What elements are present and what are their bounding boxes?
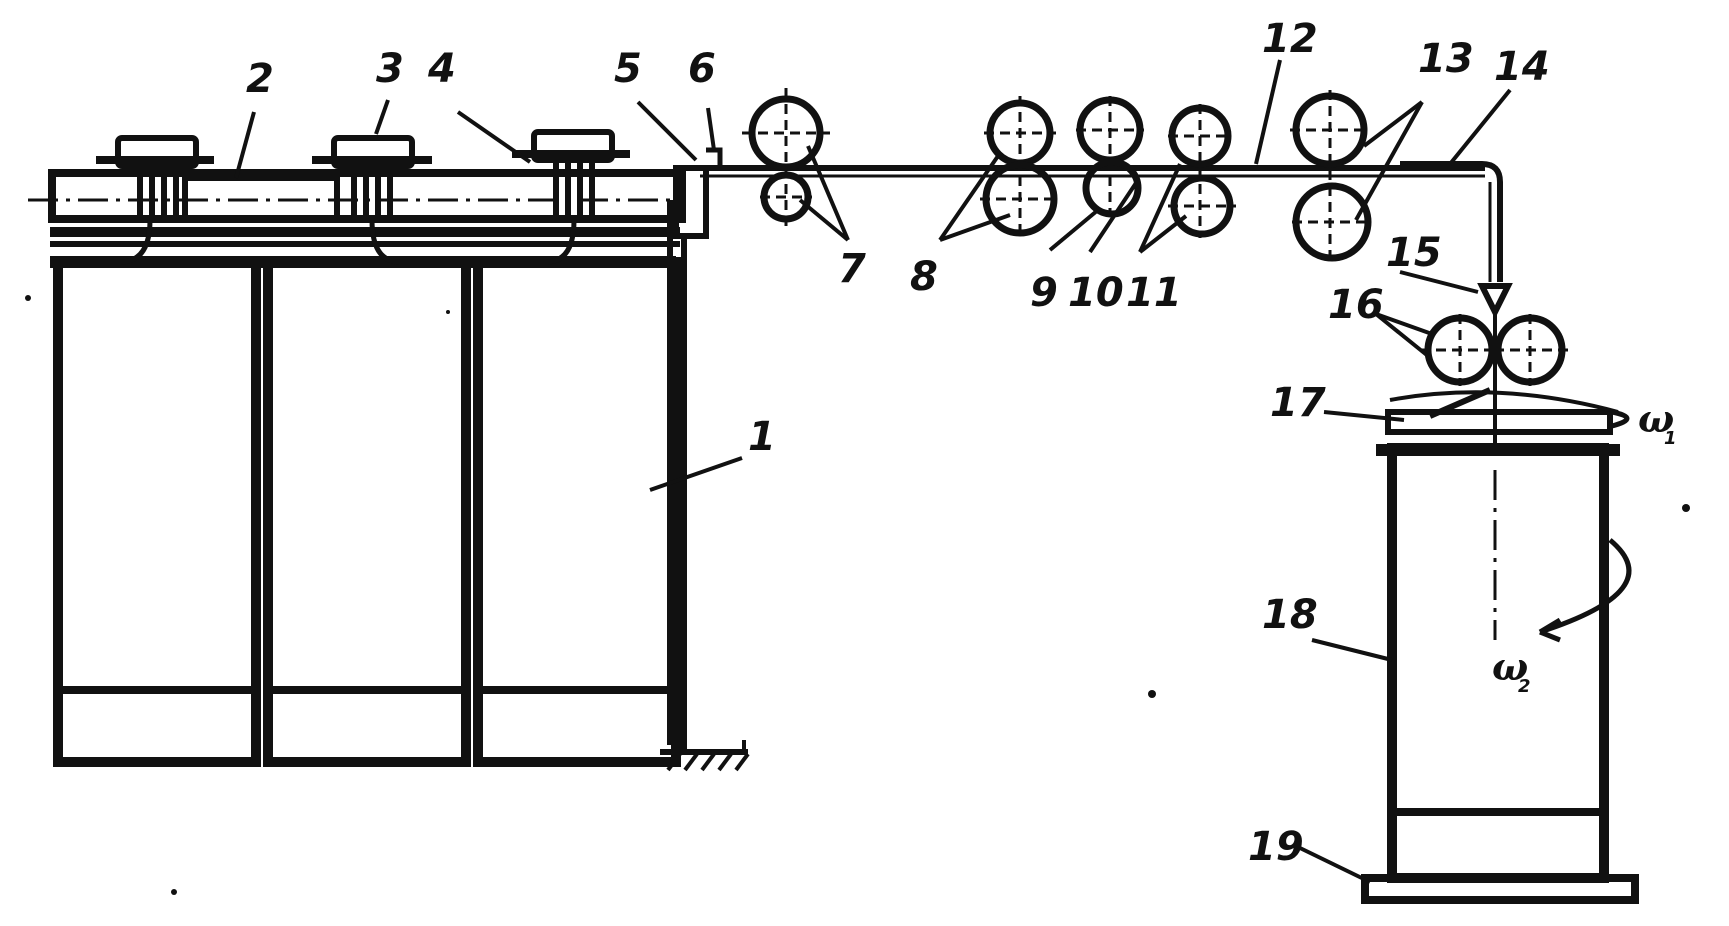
label-3: 3: [376, 46, 404, 92]
label-19: 19: [1248, 824, 1304, 870]
turntable-19: [1361, 874, 1639, 904]
label-5: 5: [614, 46, 642, 92]
label-2: 2: [246, 56, 274, 102]
label-9: 9: [1030, 270, 1058, 316]
roller-crosshairs: [742, 88, 1570, 386]
label-15: 15: [1386, 230, 1442, 276]
funnel-15: [1477, 283, 1513, 319]
label-4: 4: [427, 46, 456, 92]
label-18: 18: [1262, 592, 1318, 638]
label-14: 14: [1494, 44, 1550, 90]
label-6: 6: [688, 46, 716, 92]
callout-labels: 1 2 3 4 5 6 7 8 9 10 11 12 13 14 15 16 1…: [246, 16, 1677, 870]
label-1: 1: [748, 414, 776, 460]
label-7: 7: [838, 246, 866, 292]
label-10: 10: [1068, 270, 1124, 316]
omega2-subscript: 2: [1518, 676, 1531, 697]
coiler-head: [1385, 283, 1619, 455]
label-8: 8: [910, 254, 938, 300]
scan-specks: [25, 295, 1690, 895]
feed-roller-unit-2: [312, 135, 432, 265]
floor-hatch: [660, 740, 750, 772]
creel-cabinets: [50, 200, 687, 767]
omega1-subscript: 1: [1664, 428, 1677, 449]
omega1-symbol: ω: [1638, 396, 1674, 441]
feed-roller-unit-3: [512, 129, 630, 265]
leader-lines: [234, 59, 1512, 884]
omega2-symbol: ω: [1492, 644, 1528, 689]
label-16: 16: [1328, 282, 1384, 328]
sliver-can: [1361, 409, 1639, 904]
label-17: 17: [1270, 380, 1326, 426]
label-11: 11: [1126, 270, 1182, 316]
label-13: 13: [1418, 36, 1474, 82]
guide-funnel-6: [673, 165, 709, 239]
feed-roller-unit-1: [96, 135, 214, 265]
guide-bar-2: [182, 175, 340, 221]
label-12: 12: [1262, 16, 1318, 62]
